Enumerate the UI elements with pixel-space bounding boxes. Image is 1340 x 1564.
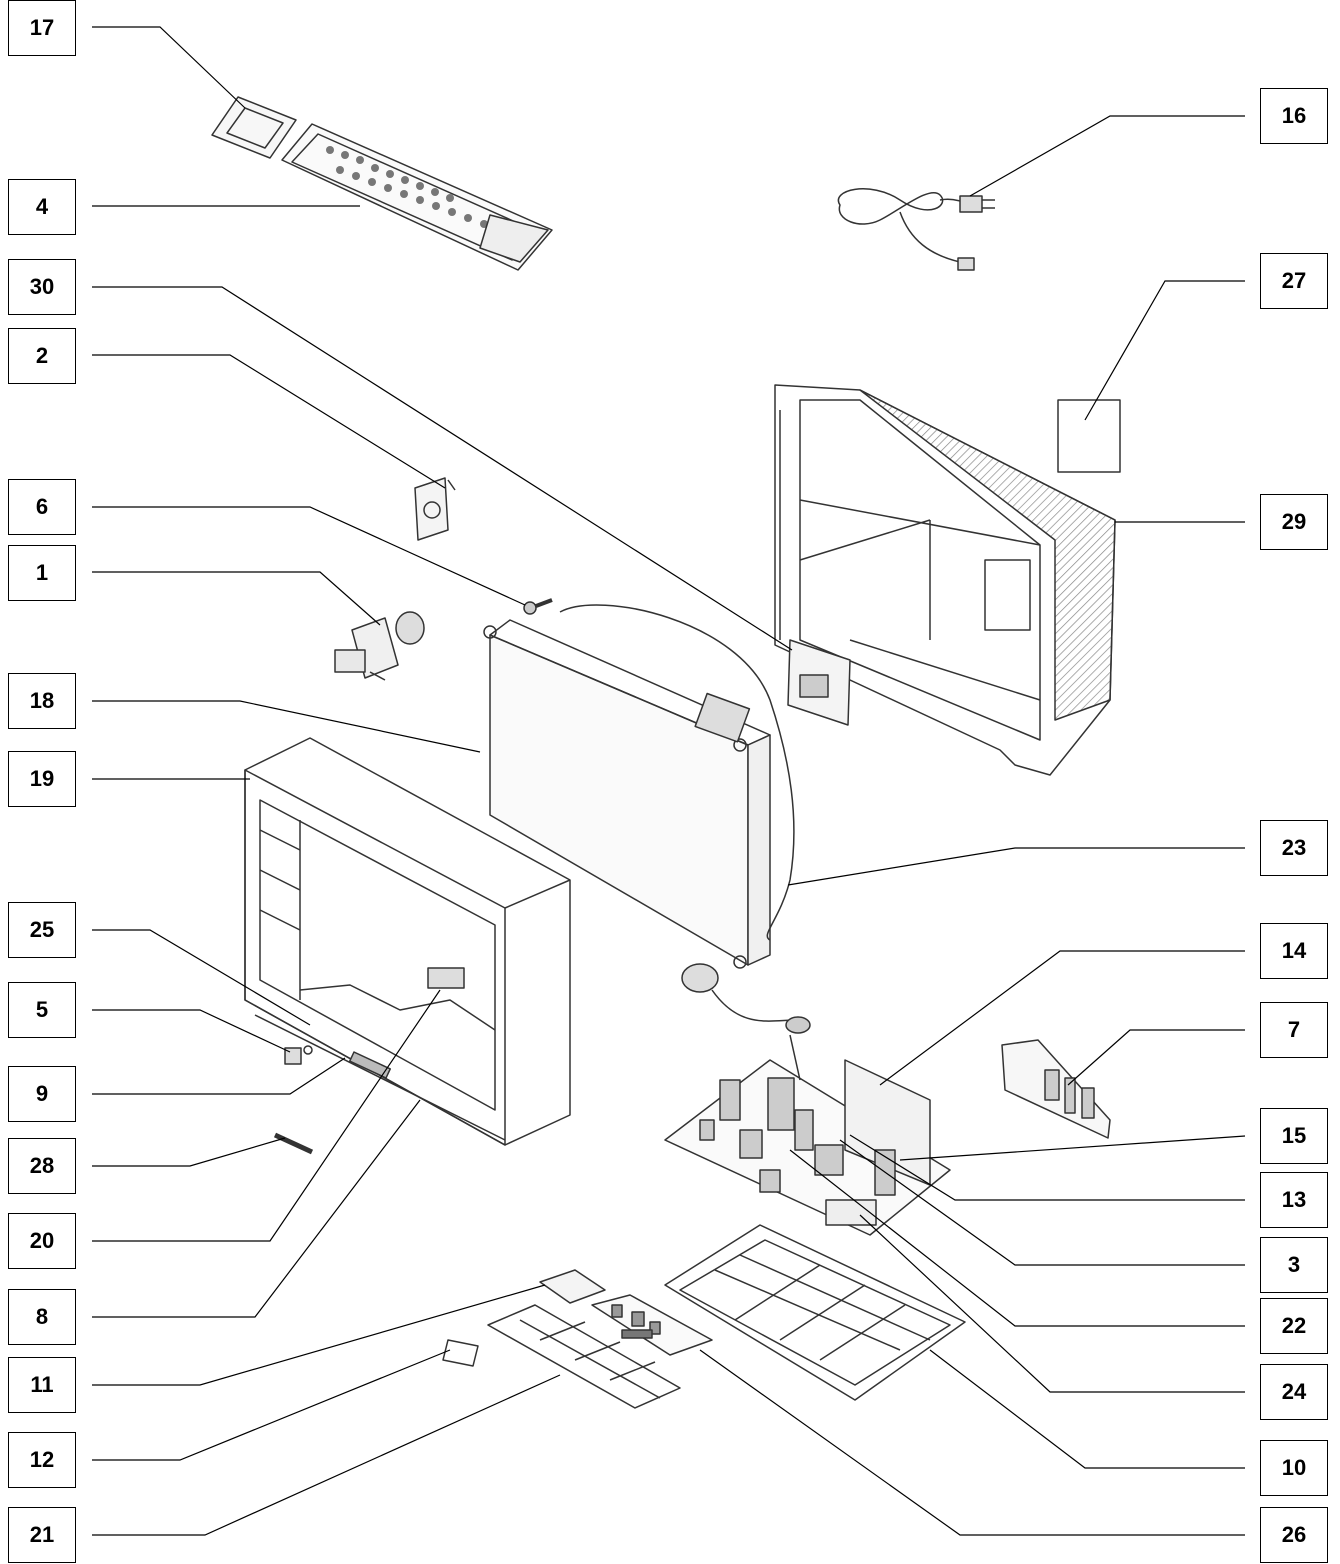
power-cord-part [837,188,995,271]
callout-label: 24 [1281,1379,1307,1404]
callout-6: 6 [8,479,76,535]
callout-label: 9 [35,1081,49,1106]
leader-lines [92,26,1246,1536]
callout-label: 22 [1281,1313,1307,1338]
callout-5: 5 [8,982,76,1038]
callout-label: 26 [1281,1522,1307,1547]
callout-label: 23 [1281,835,1307,860]
screw-part [523,598,553,615]
picture-tube-part [483,604,795,969]
callout-12: 12 [8,1432,76,1488]
callout-28: 28 [8,1138,76,1194]
callout-22: 22 [1260,1298,1328,1354]
small-board-part [787,639,851,726]
back-cover-part [774,384,1116,776]
side-board-part [1001,1039,1111,1139]
callout-25: 25 [8,902,76,958]
callout-11: 11 [8,1357,76,1413]
callout-label: 29 [1281,509,1307,534]
callout-label: 13 [1281,1187,1307,1212]
label-sticker-part [1057,399,1121,473]
bottom-tray-part [487,1304,681,1409]
callout-label: 6 [35,494,49,519]
callout-label: 25 [29,917,55,942]
callout-18: 18 [8,673,76,729]
callout-label: 5 [35,997,49,1022]
callout-label: 27 [1281,268,1307,293]
callout-19: 19 [8,751,76,807]
callout-17: 17 [8,0,76,56]
callout-label: 30 [29,274,55,299]
callout-20: 20 [8,1213,76,1269]
remote-control-part [281,123,553,271]
callout-24: 24 [1260,1364,1328,1420]
socket-assembly-part [334,611,425,681]
callout-label: 12 [29,1447,55,1472]
callout-label: 2 [35,343,49,368]
callout-26: 26 [1260,1507,1328,1563]
callout-label: 1 [35,560,49,585]
callout-label: 21 [29,1522,55,1547]
callout-label: 28 [29,1153,55,1178]
callout-label: 3 [1287,1252,1301,1277]
callout-4: 4 [8,179,76,235]
bottom-frame-part [664,1224,966,1401]
callout-16: 16 [1260,88,1328,144]
strip-part [273,1132,314,1155]
callout-23: 23 [1260,820,1328,876]
callout-21: 21 [8,1507,76,1563]
callout-14: 14 [1260,923,1328,979]
plate-part [539,1269,606,1304]
battery-cover-part [211,96,297,159]
small-label-part [442,1339,479,1367]
button-knob-part [284,1045,313,1065]
front-cabinet-part [244,737,571,1146]
callout-label: 20 [29,1228,55,1253]
callout-label: 18 [29,688,55,713]
control-board-part [591,1294,713,1356]
callout-15: 15 [1260,1108,1328,1164]
speaker-part [681,963,811,1034]
callout-7: 7 [1260,1002,1328,1058]
callout-3: 3 [1260,1237,1328,1293]
callout-label: 8 [35,1304,49,1329]
callout-10: 10 [1260,1440,1328,1496]
callout-30: 30 [8,259,76,315]
callout-29: 29 [1260,494,1328,550]
callout-9: 9 [8,1066,76,1122]
callout-label: 11 [30,1372,54,1397]
callout-13: 13 [1260,1172,1328,1228]
callout-2: 2 [8,328,76,384]
callout-label: 15 [1281,1123,1307,1148]
callout-1: 1 [8,545,76,601]
callout-8: 8 [8,1289,76,1345]
callout-label: 10 [1281,1455,1307,1480]
callout-label: 4 [35,194,49,219]
callout-label: 7 [1287,1017,1301,1042]
callout-27: 27 [1260,253,1328,309]
callout-label: 19 [29,766,55,791]
bracket-part [414,477,456,541]
callout-label: 16 [1281,103,1307,128]
callout-label: 17 [29,15,55,40]
callout-label: 14 [1281,938,1307,963]
